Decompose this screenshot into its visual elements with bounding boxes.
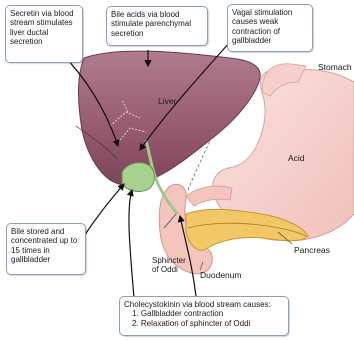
gallbladder-shape: [122, 163, 155, 192]
pancreas-label: Pancreas: [294, 245, 330, 255]
arrow-bile-stored: [84, 184, 124, 236]
bile-acids-text: Bile acids via blood stimulate parenchym…: [111, 10, 191, 38]
secretin-callout: Secretin via blood stream stimulates liv…: [5, 5, 83, 63]
secretin-text: Secretin via blood stream stimulates liv…: [10, 9, 74, 46]
stomach-label: Stomach: [318, 62, 352, 72]
vagal-callout: Vagal stimulation causes weak contractio…: [227, 4, 313, 52]
acid-label: Acid: [288, 153, 305, 163]
sphincter-text: Sphincter of Oddi: [152, 256, 186, 274]
duodenum-label: Duodenum: [200, 270, 242, 280]
cholecystokinin-title: Cholecystokinin via blood stream causes:: [124, 300, 284, 309]
cholecystokinin-item-2: 2. Relaxation of sphincter of Oddi: [124, 319, 284, 328]
cholecystokinin-item-1: 1. Gallbladder contraction: [124, 309, 284, 318]
liver-shape: [79, 51, 261, 185]
cholecystokinin-callout: Cholecystokinin via blood stream causes:…: [119, 296, 289, 336]
liver-label: Liver: [158, 96, 176, 106]
bile-acids-callout: Bile acids via blood stimulate parenchym…: [106, 6, 208, 46]
arrow-cck-gallbladder: [129, 190, 134, 298]
sphincter-label: Sphincter of Oddi: [152, 256, 194, 275]
vagal-text: Vagal stimulation causes weak contractio…: [232, 8, 292, 45]
bile-stored-text: Bile stored and concentrated up to 15 ti…: [11, 227, 77, 264]
bile-stored-callout: Bile stored and concentrated up to 15 ti…: [6, 223, 86, 275]
